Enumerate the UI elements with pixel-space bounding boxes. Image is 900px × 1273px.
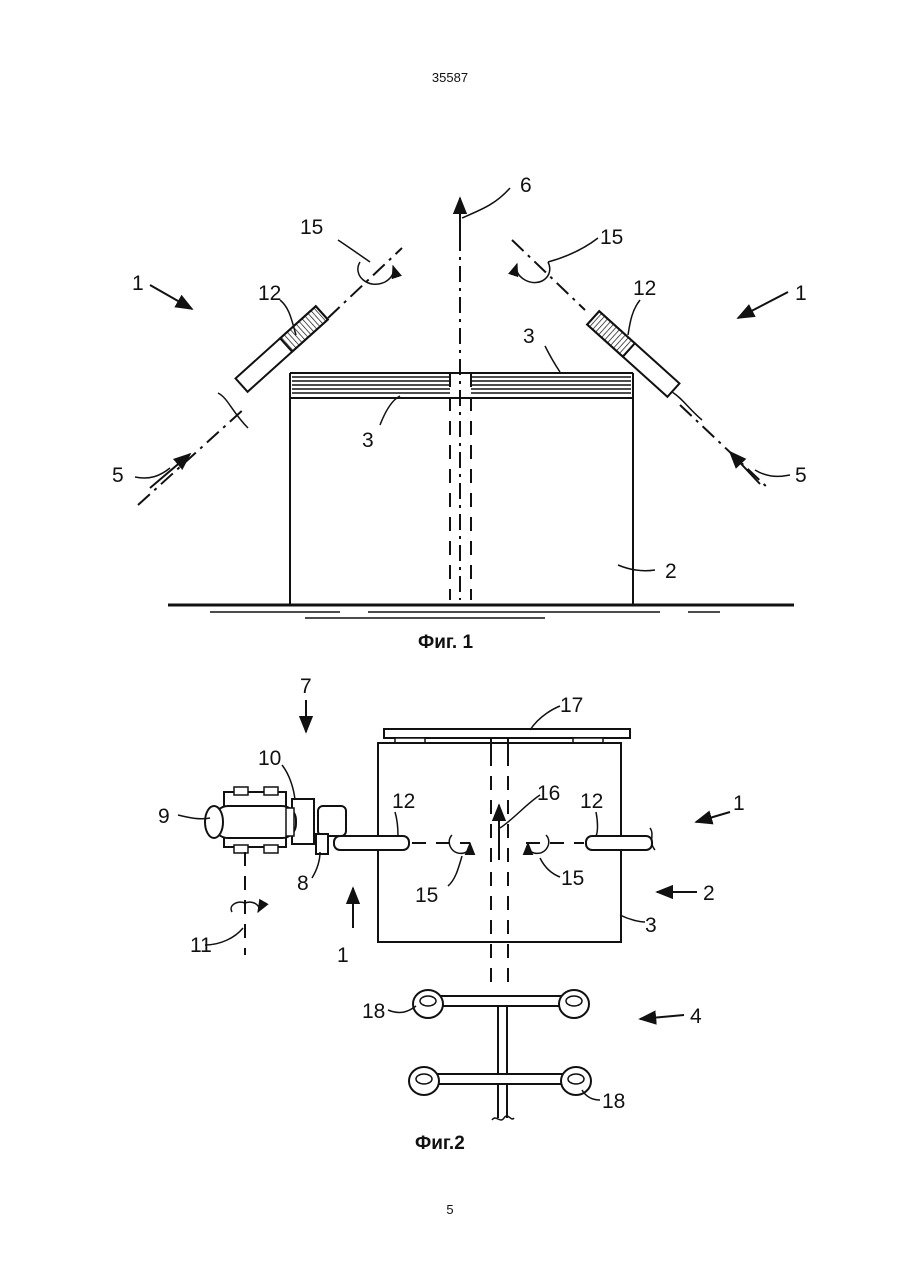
fig2-plate-17 (384, 729, 630, 738)
fig1-label-12-left: 12 (258, 282, 281, 305)
fig1-leader-15-right (548, 238, 598, 262)
fig2-leader-18-left (388, 1006, 416, 1013)
fig2-label-7: 7 (300, 675, 312, 698)
fig2-drive-assembly (205, 787, 346, 854)
fig1-right-break (672, 392, 702, 420)
fig1-left-break (218, 393, 248, 428)
fig1-leader-3-lower (380, 396, 400, 425)
fig2-label-9: 9 (158, 805, 170, 828)
fig2-arrow-4 (640, 1015, 684, 1019)
fig1-leader-5-right (755, 470, 790, 476)
fig2-label-8: 8 (297, 872, 309, 895)
fig1-label-15-left: 15 (300, 216, 323, 239)
fig2-rotation-15-left (449, 835, 470, 853)
fig2-label-11: 11 (190, 934, 212, 957)
fig1-leader-12-right (628, 300, 640, 335)
fig2-leader-3 (620, 915, 645, 922)
page-footer-number: 5 (0, 1202, 900, 1217)
fig2-label-1-right: 1 (733, 792, 745, 815)
fig1-label-5-left: 5 (112, 464, 124, 487)
fig1-leader-6 (462, 188, 510, 218)
figure-2: 7 10 9 8 11 1 12 12 15 15 16 17 1 2 3 4 … (158, 675, 745, 1154)
fig1-sheet-layer (292, 377, 631, 393)
fig2-label-1-bottom: 1 (337, 944, 349, 967)
fig1-label-12-right: 12 (633, 277, 656, 300)
fig1-left-axis-lower (138, 408, 245, 505)
fig2-label-12-right: 12 (580, 790, 603, 813)
fig1-arrow-1-right (738, 292, 788, 318)
fig2-rotation-15-right (528, 835, 549, 853)
fig1-label-5-right: 5 (795, 464, 807, 487)
figure-1: 1 1 2 3 3 5 5 6 12 12 15 15 Фиг. 1 (112, 174, 807, 653)
fig2-label-15-left: 15 (415, 884, 438, 907)
fig1-arrow-5-left (150, 454, 190, 488)
fig1-ground (168, 605, 794, 618)
fig2-leader-12-right (596, 812, 598, 836)
fig2-label-10: 10 (258, 747, 281, 770)
fig1-stack-body (290, 235, 633, 605)
fig1-label-2: 2 (665, 560, 677, 583)
fig2-right-roller (586, 836, 652, 850)
fig1-leader-2 (618, 565, 655, 571)
fig2-left-roller (334, 836, 409, 850)
fig1-arrow-5-right (730, 452, 760, 484)
fig1-caption: Фиг. 1 (418, 632, 473, 653)
fig1-label-1-left: 1 (132, 272, 144, 295)
fig1-label-3-top: 3 (523, 325, 535, 348)
fig2-leader-12-left (395, 812, 398, 836)
fig2-label-18-right: 18 (602, 1090, 625, 1113)
fig1-label-6: 6 (520, 174, 532, 197)
fig2-leader-15-left (448, 856, 462, 886)
fig1-label-1-right: 1 (795, 282, 807, 305)
fig2-label-3: 3 (645, 914, 657, 937)
fig2-label-12-left: 12 (392, 790, 415, 813)
fig1-label-15-right: 15 (600, 226, 623, 249)
fig2-label-18-left: 18 (362, 1000, 385, 1023)
fig1-leader-15-left (338, 240, 370, 262)
fig1-leader-3-top (545, 346, 560, 372)
fig1-arrow-1-left (150, 285, 192, 309)
fig2-leader-8 (312, 852, 320, 878)
fig2-leader-17 (530, 706, 560, 730)
fig2-gripper-18 (409, 990, 591, 1120)
fig2-label-16: 16 (537, 782, 560, 805)
fig2-label-17: 17 (560, 694, 583, 717)
fig1-label-3-lower: 3 (362, 429, 374, 452)
fig2-leader-15-right (540, 858, 560, 877)
fig2-label-15-right: 15 (561, 867, 584, 890)
fig2-caption: Фиг.2 (415, 1133, 465, 1154)
fig1-right-axis-lower (680, 405, 770, 490)
fig2-leader-16 (500, 795, 540, 828)
fig2-label-4: 4 (690, 1005, 702, 1028)
fig1-left-roller (236, 306, 328, 392)
fig2-label-2: 2 (703, 882, 715, 905)
fig2-arrow-1-right (696, 812, 730, 822)
